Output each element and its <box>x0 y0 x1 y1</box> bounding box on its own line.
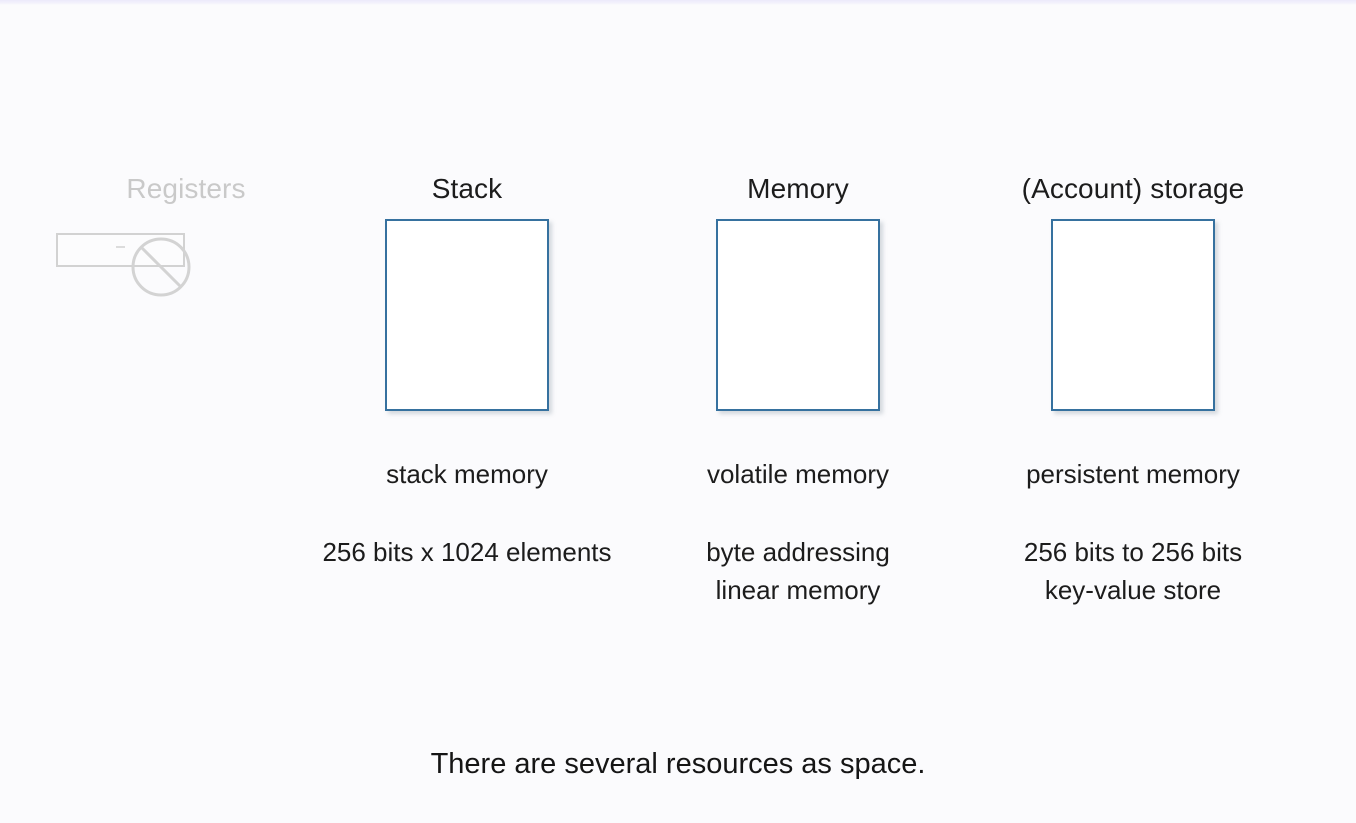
top-edge-band <box>0 0 1356 5</box>
no-entry-icon <box>130 236 192 298</box>
column-title-storage: (Account) storage <box>1021 173 1245 204</box>
storage-box[interactable] <box>1051 219 1215 411</box>
storage-description-secondary-line1: 256 bits to 256 bits <box>1023 537 1243 567</box>
storage-description-primary: persistent memory <box>1026 459 1240 489</box>
column-stack[interactable]: Stack stack memory 256 bits x 1024 eleme… <box>307 172 627 571</box>
column-storage[interactable]: (Account) storage persistent memory 256 … <box>986 172 1280 609</box>
stack-description-primary: stack memory <box>386 459 548 489</box>
stack-description-secondary-line1: 256 bits x 1024 elements <box>322 537 612 567</box>
slide-caption: There are several resources as space. <box>430 748 926 780</box>
storage-description-secondary-line2: key-value store <box>1044 575 1222 605</box>
column-registers[interactable]: Registers <box>56 172 316 300</box>
memory-box[interactable] <box>716 219 880 411</box>
column-title-registers: Registers <box>126 173 246 204</box>
column-memory[interactable]: Memory volatile memory byte addressing l… <box>642 172 954 609</box>
memory-description-secondary-line2: linear memory <box>715 575 881 605</box>
register-dash-mark <box>116 246 125 248</box>
column-title-memory: Memory <box>747 173 849 204</box>
memory-description-secondary-line1: byte addressing <box>706 537 890 567</box>
registers-graphic <box>56 220 316 300</box>
column-title-stack: Stack <box>431 173 503 204</box>
stack-box[interactable] <box>385 219 549 411</box>
memory-description-primary: volatile memory <box>706 459 890 489</box>
